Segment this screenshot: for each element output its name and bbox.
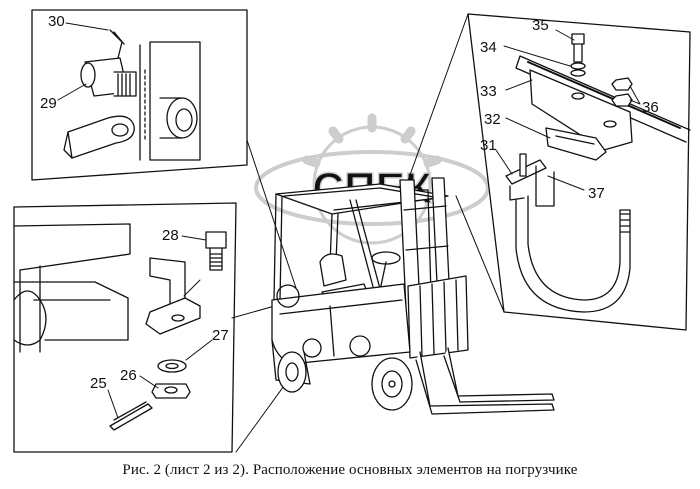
rear-wheel: [277, 351, 307, 393]
callout-25: 25: [90, 375, 107, 392]
figure-caption: Рис. 2 (лист 2 из 2). Расположение основ…: [122, 462, 578, 478]
callout-35: 35: [532, 17, 549, 34]
forklift: [271, 177, 555, 415]
callout-34: 34: [480, 39, 497, 56]
detail-circle-hitch: [276, 284, 300, 308]
inset-axle-bracket: [13, 202, 237, 453]
callout-30: 30: [48, 13, 65, 30]
callout-31: 31: [480, 137, 497, 154]
inset-battery-strap: [467, 13, 691, 331]
inset-hitch-pin: [31, 9, 248, 181]
callout-33: 33: [480, 83, 497, 100]
callout-37: 37: [588, 185, 605, 202]
callout-36: 36: [642, 99, 659, 116]
watermark-logo: СПЕК: [254, 113, 490, 245]
watermark-oval: [254, 150, 490, 226]
callout-28: 28: [162, 227, 179, 244]
detail-circle-battery: [349, 335, 371, 357]
connector-lines: [231, 13, 505, 453]
callout-29: 29: [40, 95, 57, 112]
fork-right: [443, 347, 555, 403]
callout-27: 27: [212, 327, 229, 344]
callout-26: 26: [120, 367, 137, 384]
fork-left: [415, 351, 555, 415]
callout-32: 32: [484, 111, 501, 128]
front-wheel: [371, 357, 413, 411]
detail-circle-axle: [302, 338, 322, 358]
